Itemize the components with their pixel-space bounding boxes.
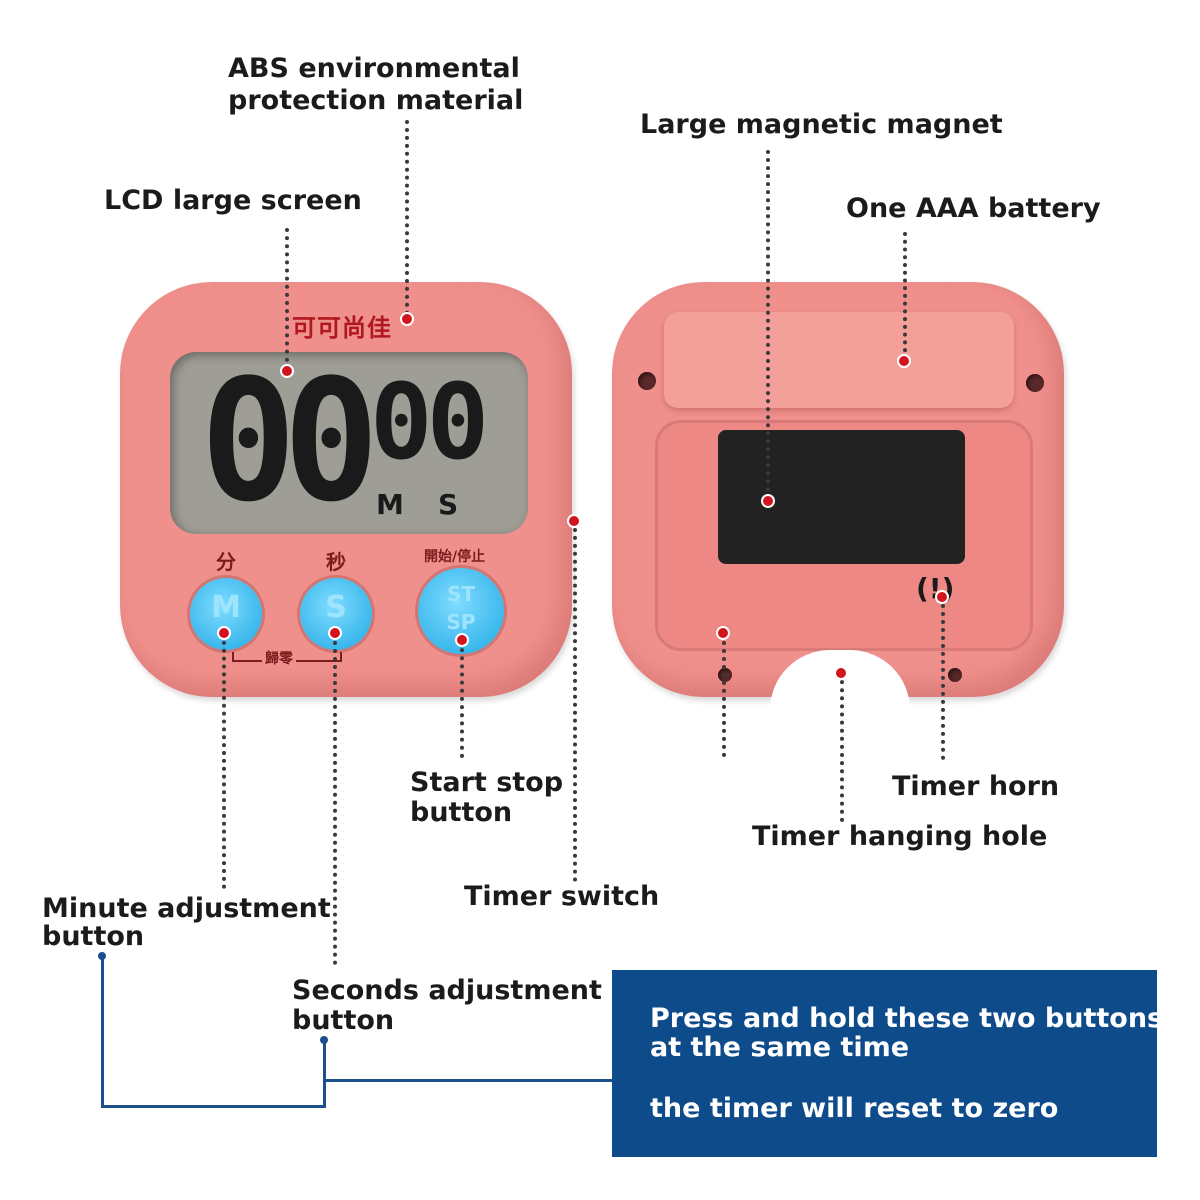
marker-battery	[897, 354, 911, 368]
label-abs-line1: ABS environmental	[228, 53, 520, 84]
label-timer-switch: Timer switch	[464, 881, 660, 912]
leader-battery	[903, 232, 907, 360]
lcd-screen	[170, 352, 528, 534]
minute-chinese-label: 分	[216, 550, 236, 574]
seconds-button-letter: S	[325, 590, 347, 625]
label-hanging-hole: Timer hanging hole	[752, 821, 1048, 852]
lcd-minutes-digits: 00	[200, 343, 379, 539]
label-seconds-line2: button	[292, 1005, 395, 1036]
screw-hole-left	[638, 372, 656, 390]
start-stop-chinese-label: 開始/停止	[424, 549, 486, 565]
magnet-plate	[718, 430, 965, 564]
marker-seconds	[328, 626, 342, 640]
leader-abs	[405, 120, 409, 315]
label-lcd: LCD large screen	[104, 185, 362, 216]
note-line3: the timer will reset to zero	[650, 1093, 1059, 1124]
label-timer-horn: Timer horn	[892, 771, 1060, 802]
label-seconds-line1: Seconds adjustment	[292, 975, 602, 1006]
leader-seconds	[333, 633, 337, 965]
marker-timer-switch	[567, 514, 581, 528]
marker-hanging-hole	[834, 666, 848, 680]
minute-button-letter: M	[211, 590, 241, 625]
marker-magnet	[761, 494, 775, 508]
label-start-stop-line2: button	[410, 797, 513, 828]
lcd-unit-minutes: M	[376, 488, 404, 521]
label-minute-line1: Minute adjustment	[42, 893, 331, 924]
leader-magnet	[766, 150, 770, 500]
label-start-stop-line1: Start stop	[410, 767, 564, 798]
label-magnet: Large magnetic magnet	[640, 109, 1003, 140]
screw-hole-right	[1026, 374, 1044, 392]
label-abs-line2: protection material	[228, 85, 524, 116]
lcd-seconds-digits: 00	[370, 361, 489, 483]
stop-button-letter: SP	[446, 610, 476, 634]
connector-bottom	[101, 1105, 326, 1108]
connector-minute-vertical	[101, 956, 104, 1108]
brand-logo: 可可尚佳	[292, 314, 392, 342]
label-battery: One AAA battery	[846, 193, 1101, 224]
leader-horn	[941, 596, 945, 760]
marker-start-stop	[455, 633, 469, 647]
note-line1: Press and hold these two buttons	[650, 1003, 1164, 1034]
reset-chinese-label: 歸零	[262, 648, 296, 668]
marker-abs	[400, 312, 414, 326]
leader-stand	[722, 633, 726, 757]
second-chinese-label: 秒	[326, 550, 346, 574]
lcd-unit-seconds: S	[438, 488, 459, 521]
leader-start-stop	[460, 640, 464, 758]
connector-to-note	[323, 1079, 613, 1082]
leader-hanging-hole	[840, 672, 844, 822]
screw-right-bottom	[948, 668, 962, 682]
leader-minute	[222, 633, 226, 889]
marker-stand	[716, 626, 730, 640]
marker-horn	[935, 590, 949, 604]
note-line2: at the same time	[650, 1032, 910, 1063]
leader-timer-switch	[573, 520, 577, 882]
start-button-letter: ST	[446, 582, 476, 606]
label-minute-line2: button	[42, 921, 145, 952]
reset-note-box	[612, 970, 1157, 1157]
marker-lcd	[280, 364, 294, 378]
connector-seconds-vertical	[323, 1040, 326, 1108]
marker-minute	[217, 626, 231, 640]
leader-lcd	[285, 228, 289, 370]
battery-cover	[664, 312, 1014, 408]
